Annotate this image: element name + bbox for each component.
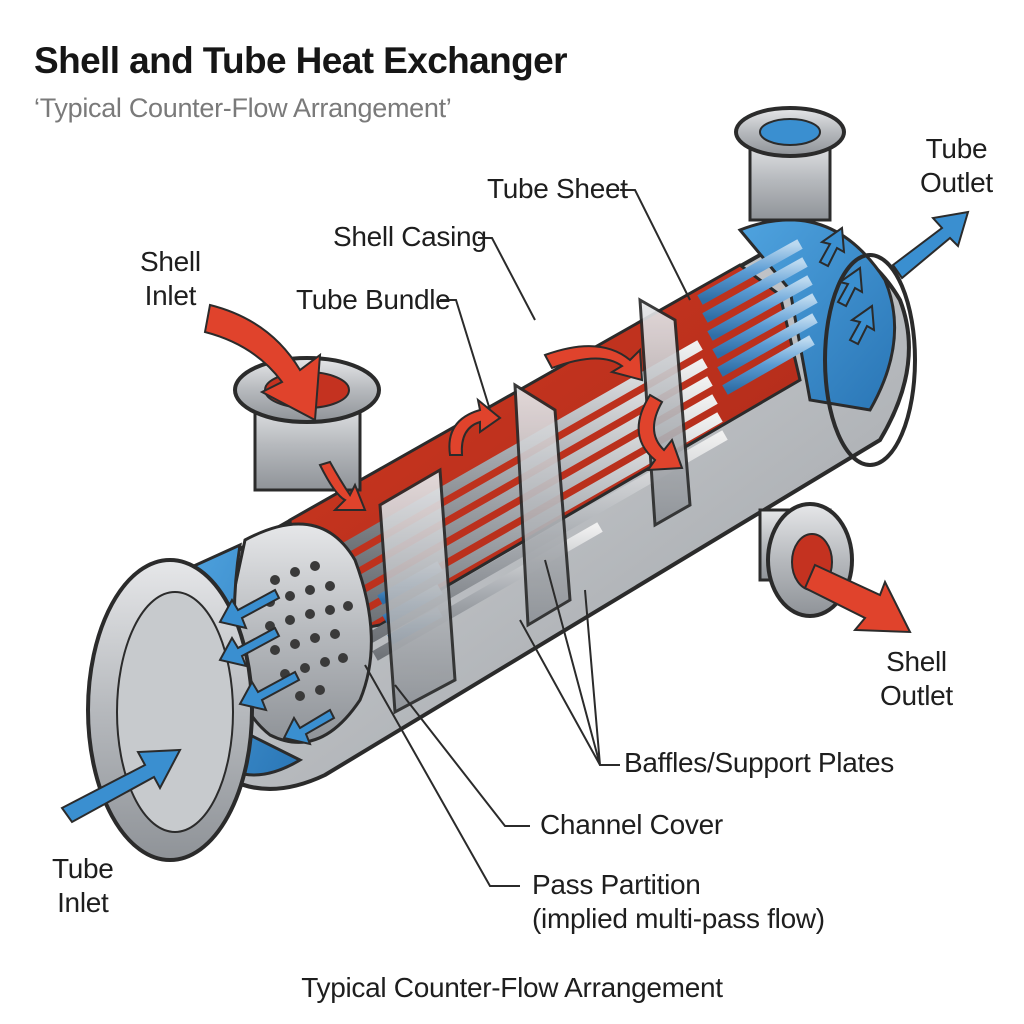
tube-outlet-nozzle bbox=[734, 106, 846, 222]
label-pass-partition: Pass Partition (implied multi-pass flow) bbox=[532, 869, 825, 935]
label-channel-cover: Channel Cover bbox=[540, 809, 723, 840]
arrow-tube-inlet bbox=[60, 748, 182, 824]
leader-tube-bundle bbox=[440, 299, 491, 411]
label-tube-sheet: Tube Sheet bbox=[487, 173, 628, 204]
arrow-tube-outlet bbox=[891, 210, 970, 280]
leader-tube-sheet bbox=[620, 189, 691, 301]
label-tube-outlet: Tube Outlet bbox=[920, 133, 993, 199]
label-baffles: Baffles/Support Plates bbox=[624, 747, 894, 778]
label-shell-casing: Shell Casing bbox=[333, 221, 487, 252]
label-tube-bundle: Tube Bundle bbox=[296, 284, 451, 315]
arrow-shell-flow-2 bbox=[448, 397, 502, 456]
arrow-shell-flow-1 bbox=[318, 460, 367, 511]
label-tube-inlet: Tube Inlet bbox=[52, 853, 114, 919]
arrow-tube-return-3 bbox=[238, 670, 301, 712]
arrow-tube-right-1 bbox=[818, 226, 846, 268]
right-flange bbox=[823, 253, 917, 467]
label-shell-outlet: Shell Outlet bbox=[880, 646, 953, 712]
bottom-caption: Typical Counter-Flow Arrangement bbox=[301, 972, 723, 1003]
page-subtitle: ‘Typical Counter-Flow Arrangement’ bbox=[34, 93, 452, 123]
flow-arrows bbox=[60, 210, 970, 824]
page-title: Shell and Tube Heat Exchanger bbox=[34, 40, 568, 81]
arrow-shell-flow-4 bbox=[637, 393, 684, 472]
arrow-shell-outlet bbox=[803, 563, 912, 634]
arrow-tube-return-1 bbox=[218, 588, 281, 630]
leader-lines bbox=[364, 189, 691, 887]
baffle-2 bbox=[513, 382, 572, 628]
channel-cover bbox=[86, 558, 254, 862]
label-shell-inlet: Shell Inlet bbox=[140, 246, 201, 312]
leader-baffles bbox=[519, 559, 620, 766]
arrow-tube-right-3 bbox=[848, 304, 876, 346]
baffle-1 bbox=[378, 467, 457, 715]
leader-channel-cover bbox=[394, 684, 530, 827]
leader-pass-partition bbox=[364, 664, 520, 887]
arrow-tube-return-2 bbox=[218, 626, 281, 668]
arrow-tube-return-4 bbox=[282, 708, 336, 746]
arrow-tube-right-2 bbox=[836, 266, 864, 308]
arrow-shell-flow-3 bbox=[543, 345, 644, 382]
arrow-shell-inlet bbox=[203, 303, 322, 422]
leader-shell-casing bbox=[478, 237, 536, 321]
